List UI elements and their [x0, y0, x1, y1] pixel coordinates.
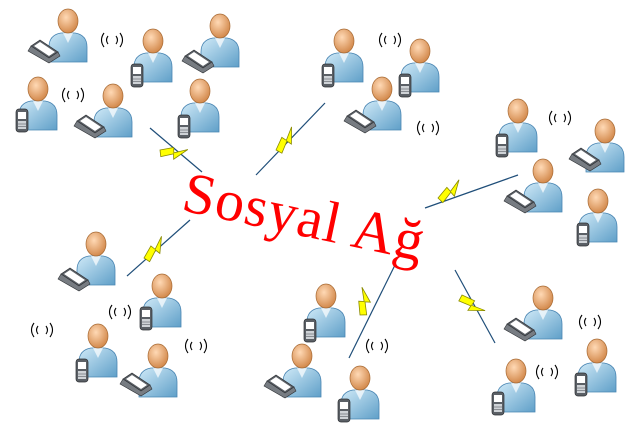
- wireless-signal-icon: [30, 322, 54, 338]
- lightning-bolt-icon: [456, 288, 486, 321]
- connector-line: [149, 127, 203, 173]
- lightning-bolt-icon: [138, 235, 170, 264]
- wireless-signal-icon: [535, 364, 559, 380]
- lightning-bolt-icon: [434, 179, 465, 205]
- wireless-signal-icon: [100, 32, 124, 48]
- user-group-bottom-right: [491, 285, 617, 416]
- mobile-phone-icon: [574, 372, 588, 397]
- mobile-phone-icon: [495, 133, 509, 158]
- mobile-phone-icon: [491, 391, 505, 416]
- user-group-right: [495, 98, 625, 247]
- signal-marks: [30, 32, 602, 380]
- mobile-phone-icon: [139, 306, 153, 331]
- mobile-phone-icon: [177, 114, 191, 139]
- mobile-phone-icon: [576, 222, 590, 247]
- wireless-signal-icon: [378, 32, 402, 48]
- wireless-signal-icon: [108, 304, 132, 320]
- mobile-phone-icon: [303, 318, 317, 343]
- mobile-phone-icon: [130, 63, 144, 88]
- mobile-phone-icon: [337, 398, 351, 423]
- user-group-top-left: [15, 8, 240, 139]
- wireless-signal-icon: [548, 110, 572, 126]
- wireless-signal-icon: [184, 338, 208, 354]
- wireless-signal-icon: [416, 120, 440, 136]
- wireless-signal-icon: [365, 338, 389, 354]
- connector-line: [348, 264, 396, 359]
- wireless-signal-icon: [578, 314, 602, 330]
- user-group-bottom-left: [57, 231, 182, 398]
- mobile-phone-icon: [321, 63, 335, 88]
- connector-line: [424, 174, 519, 209]
- mobile-phone-icon: [15, 108, 29, 133]
- wireless-signal-icon: [61, 87, 85, 103]
- mobile-phone-icon: [398, 73, 412, 98]
- mobile-phone-icon: [75, 358, 89, 383]
- lightning-bolt-icon: [269, 126, 302, 156]
- lightning-bolt-icon: [157, 140, 189, 165]
